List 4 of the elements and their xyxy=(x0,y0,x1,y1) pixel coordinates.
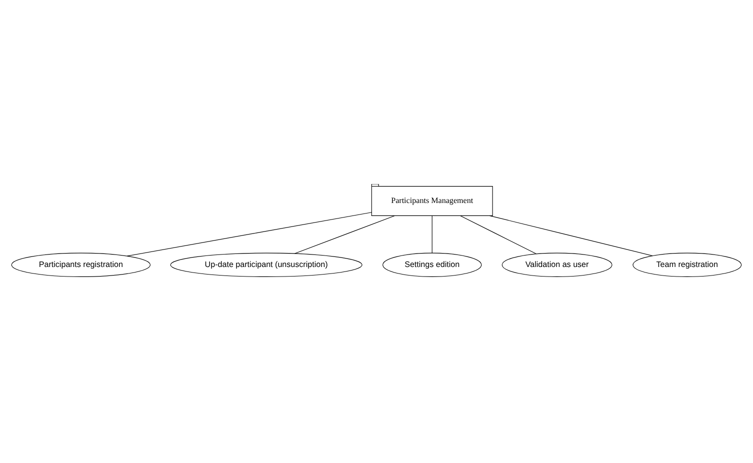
connector xyxy=(489,215,653,256)
connector xyxy=(460,215,537,254)
connector xyxy=(126,212,372,256)
connector xyxy=(294,215,395,254)
